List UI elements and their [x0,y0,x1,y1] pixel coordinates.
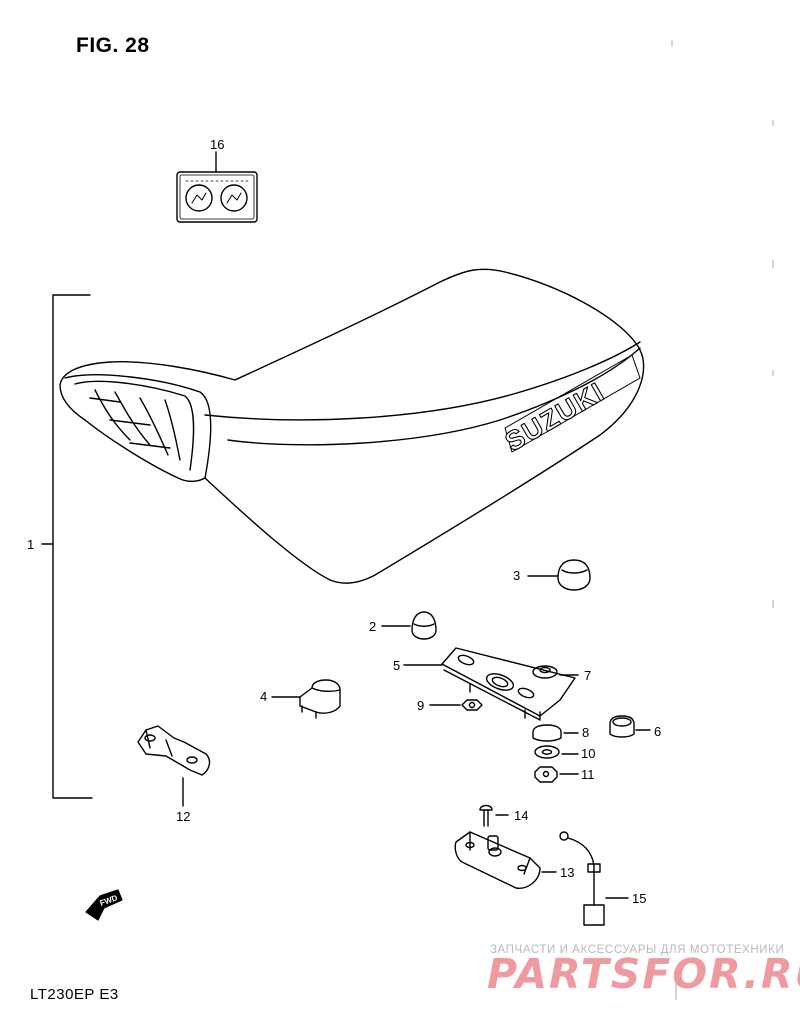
assembly-bracket [52,294,93,799]
part-4-cushion [271,679,341,719]
part-13-holder [454,831,557,889]
part-16-label-plate [176,151,258,223]
part-9-nut [429,699,483,711]
part-10-washer [534,745,579,759]
callout-4: 4 [260,689,268,704]
callout-7: 7 [584,668,592,683]
scan-artifacts [671,40,774,1000]
seat-assembly [59,268,645,584]
callout-12: 12 [176,809,191,824]
callout-9: 9 [417,698,425,713]
watermark-logo: PARTSFOR.RU [487,950,800,998]
seat-brand-logo: SUZUKI [500,376,610,457]
part-14-screw [479,804,509,827]
callout-1: 1 [27,537,35,552]
part-12-bracket [137,725,211,807]
callout-2: 2 [369,619,377,634]
callout-11: 11 [581,767,595,782]
callout-6: 6 [654,724,662,739]
callout-13: 13 [560,865,575,880]
callout-3: 3 [513,568,521,583]
callout-15: 15 [632,891,647,906]
model-code: LT230EP E3 [30,986,119,1003]
part-15-cable [559,831,629,926]
part-3-cushion [527,559,591,591]
seat-outline [59,268,645,584]
callout-8: 8 [582,725,590,740]
callout-10: 10 [581,746,596,761]
part-5-bracket [403,647,576,721]
callout-5: 5 [393,658,401,673]
part-6-grommet [609,715,651,738]
fwd-arrow [85,889,123,921]
part-8-washer [532,724,579,742]
part-11-nut [534,766,579,783]
callout-16: 16 [210,137,225,152]
part-2-cushion [381,611,437,640]
part-7-washer [532,665,579,679]
figure-title: FIG. 28 [76,34,150,57]
callout-14: 14 [514,808,529,823]
watermark-caption: ЗАПЧАСТИ И АКСЕССУАРЫ ДЛЯ МОТОТЕХНИКИ [490,944,785,956]
